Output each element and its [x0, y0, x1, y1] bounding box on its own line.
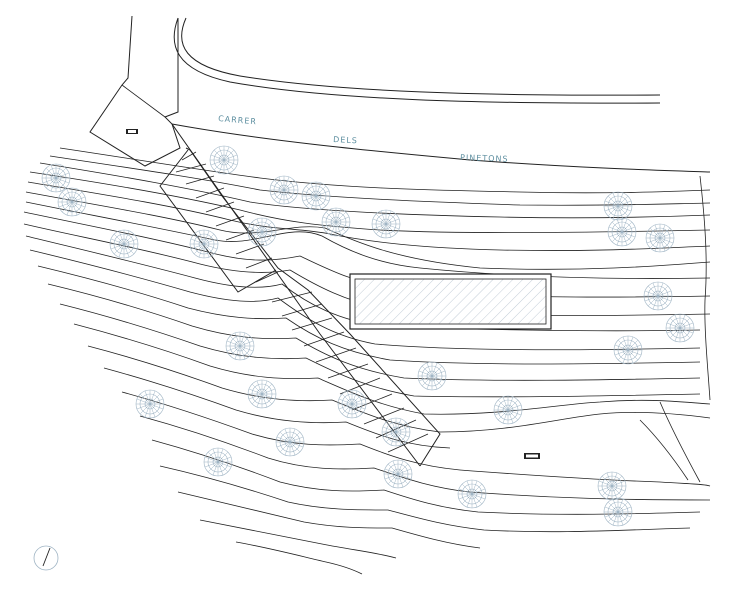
- tree-icon: [643, 281, 673, 311]
- road-curb: [171, 123, 711, 173]
- tree-icon: [225, 331, 255, 361]
- tree-icon: [665, 313, 695, 343]
- tree-icon: [189, 229, 219, 259]
- tree-icon: [41, 163, 71, 193]
- tree-icon: [381, 417, 411, 447]
- road-edge-upper: [173, 17, 661, 104]
- tree-icon: [383, 459, 413, 489]
- street-word-carrer: CARRER: [218, 114, 257, 126]
- road: [171, 17, 711, 173]
- contour-lines: [23, 147, 711, 575]
- stair-steps: [175, 151, 429, 453]
- tree-icon: [135, 389, 165, 419]
- tree-icon: [57, 187, 87, 217]
- tree-icon: [603, 497, 633, 527]
- stair-ramp: [159, 123, 441, 467]
- tree-icon: [275, 427, 305, 457]
- tree-icon: [597, 471, 627, 501]
- tree-icon: [645, 223, 675, 253]
- road-edge-lower: [181, 17, 661, 96]
- street-word-dels: DELS: [333, 135, 358, 145]
- tree-icon: [417, 361, 447, 391]
- tree-icon: [269, 175, 299, 205]
- tree-icon: [247, 217, 277, 247]
- tree-icon: [337, 389, 367, 419]
- level-marker-icon: [524, 453, 540, 459]
- tree-icon: [203, 447, 233, 477]
- tree-icon: [603, 191, 633, 221]
- tree-icon: [321, 207, 351, 237]
- tree-icon: [109, 229, 139, 259]
- tree-icon: [493, 395, 523, 425]
- tree-icon: [607, 217, 637, 247]
- tree-icon: [371, 209, 401, 239]
- trees: [41, 145, 695, 527]
- tree-icon: [457, 479, 487, 509]
- tree-icon: [301, 181, 331, 211]
- building-footprint: [349, 273, 552, 330]
- level-marker-icon: [126, 129, 138, 134]
- street-label: CARRER DELS PINETONS: [218, 114, 509, 164]
- tree-icon: [613, 335, 643, 365]
- tree-icon: [209, 145, 239, 175]
- street-word-pinetons: PINETONS: [460, 153, 509, 164]
- tree-icon: [247, 379, 277, 409]
- property-boundary: [89, 15, 181, 167]
- north-arrow-icon: [33, 545, 59, 571]
